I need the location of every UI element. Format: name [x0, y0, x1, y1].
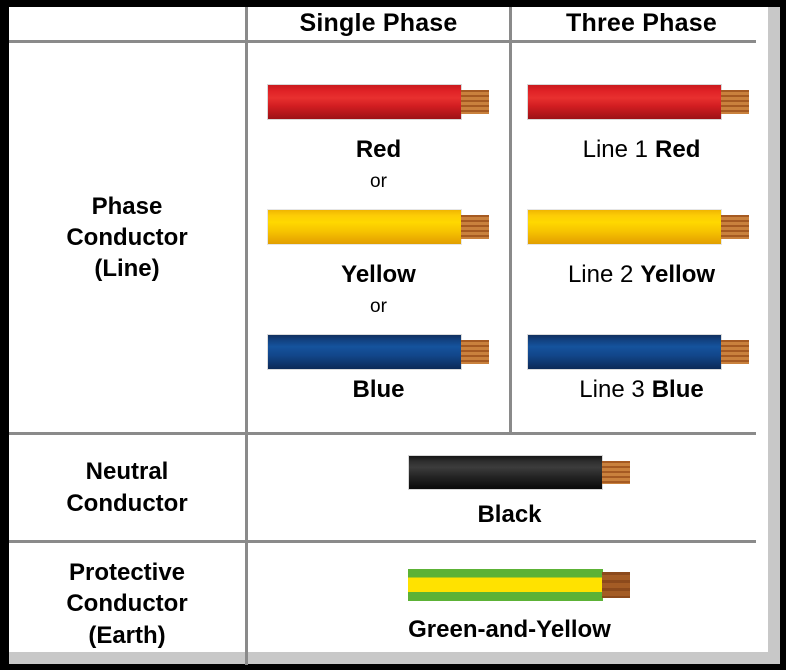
- copper-conductor-icon: [721, 215, 749, 239]
- wire-insulation: [527, 334, 722, 370]
- wire-graphic-single-phase-yellow: [267, 209, 489, 245]
- wire-label-prefix: Line 2: [567, 261, 634, 288]
- row-label-line-3: (Line): [94, 255, 160, 283]
- rule-left-column: [245, 7, 248, 665]
- wire-insulation: [408, 569, 603, 601]
- wire-label-earth-green-yellow: Green-and-Yellow: [248, 614, 771, 646]
- wire-label-prefix: Line 1: [582, 136, 649, 163]
- row-label-line-1: Phase: [91, 192, 163, 220]
- wire-label-text: Black: [477, 501, 542, 528]
- row-label-protective-conductor: Protective Conductor (Earth): [9, 543, 245, 665]
- wire-insulation: [267, 209, 462, 245]
- wire-graphic-single-phase-blue: [267, 334, 489, 370]
- separator-or-1: or: [248, 170, 509, 194]
- wire-label-single-phase-red: Red: [248, 135, 509, 165]
- wire-label-neutral-black: Black: [248, 500, 771, 530]
- wire-label-single-phase-blue: Blue: [248, 375, 509, 405]
- row-label-line-2: Conductor: [66, 223, 188, 251]
- wire-graphic-three-phase-line3: [527, 334, 749, 370]
- row-label-line-3: (Earth): [88, 621, 166, 649]
- wire-insulation: [267, 334, 462, 370]
- row-label-line-1: Protective: [68, 559, 186, 587]
- rule-under-neutral-row: [9, 540, 756, 543]
- wire-label-text: Red: [355, 136, 402, 163]
- separator-or-text: or: [370, 296, 387, 317]
- column-header-single-phase-label: Single Phase: [299, 9, 458, 37]
- rule-under-header: [9, 40, 756, 43]
- copper-conductor-icon: [461, 90, 489, 114]
- separator-or-text: or: [370, 171, 387, 192]
- row-label-line-1: Neutral: [85, 458, 169, 486]
- column-header-three-phase-label: Three Phase: [566, 9, 717, 37]
- table-sheet: Single Phase Three Phase Phase Conductor…: [9, 7, 756, 665]
- wire-label-text: Yellow: [640, 261, 716, 288]
- copper-conductor-icon: [461, 215, 489, 239]
- row-label-line-2: Conductor: [66, 590, 188, 618]
- copper-conductor-icon: [721, 90, 749, 114]
- wire-label-prefix: Line 3: [579, 376, 645, 403]
- wire-insulation: [408, 455, 603, 490]
- wire-label-single-phase-yellow: Yellow: [248, 260, 509, 290]
- wire-graphic-three-phase-line1: [527, 84, 749, 120]
- copper-conductor-icon: [602, 571, 630, 598]
- wire-insulation: [267, 84, 462, 120]
- wire-graphic-single-phase-red: [267, 84, 489, 120]
- wire-graphic-neutral-black: [408, 455, 630, 490]
- wire-label-text: Red: [655, 136, 701, 163]
- rule-under-phase-row: [9, 432, 756, 435]
- copper-conductor-icon: [721, 340, 749, 364]
- copper-conductor-icon: [602, 461, 630, 484]
- wire-graphic-earth-green-yellow: [408, 569, 630, 601]
- column-header-single-phase: Single Phase: [248, 7, 509, 40]
- row-label-line-2: Conductor: [66, 489, 188, 517]
- wire-label-text: Yellow: [341, 261, 416, 288]
- wire-label-text: Blue: [651, 376, 704, 403]
- wire-label-three-phase-line1: Line 1 Red: [512, 135, 771, 165]
- copper-conductor-icon: [461, 340, 489, 364]
- wire-insulation: [527, 209, 722, 245]
- separator-or-2: or: [248, 295, 509, 319]
- wire-label-text: Blue: [352, 376, 405, 403]
- column-header-three-phase: Three Phase: [512, 7, 771, 40]
- wire-label-text: Green-and-Yellow: [408, 616, 611, 643]
- wire-insulation: [527, 84, 722, 120]
- figure-bevel: Single Phase Three Phase Phase Conductor…: [9, 7, 780, 665]
- wire-label-three-phase-line2: Line 2 Yellow: [512, 260, 771, 290]
- rule-phase-columns: [509, 7, 512, 432]
- row-label-phase-conductor: Phase Conductor (Line): [9, 43, 245, 432]
- wire-label-three-phase-line3: Line 3 Blue: [512, 375, 771, 405]
- row-label-neutral-conductor: Neutral Conductor: [9, 435, 245, 540]
- wire-graphic-three-phase-line2: [527, 209, 749, 245]
